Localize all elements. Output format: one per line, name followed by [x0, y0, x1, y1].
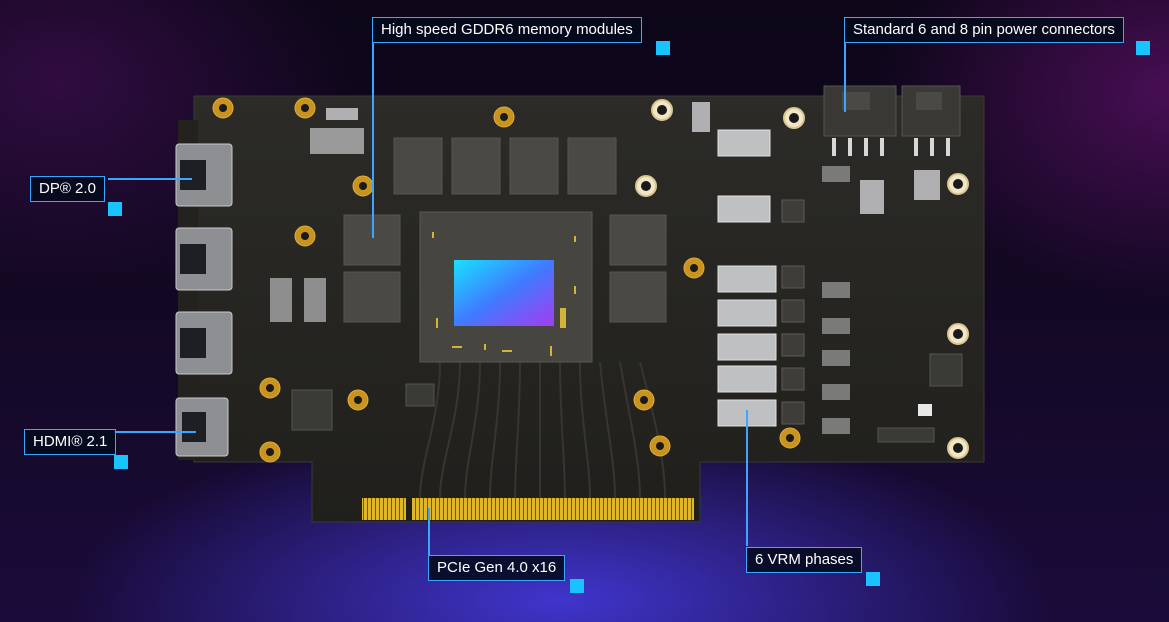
pcie-gold-fingers [362, 498, 694, 520]
callout-pcie-label: PCIe Gen 4.0 x16 [437, 559, 557, 576]
vrm-mosfets [781, 199, 805, 425]
gpu-die [454, 260, 554, 326]
mounting-holes [212, 97, 969, 463]
callout-hdmi-marker [114, 455, 128, 469]
memory-modules [343, 137, 667, 323]
power-pins [832, 138, 950, 156]
vrm-chokes [717, 129, 777, 427]
callout-vrm-marker [866, 572, 880, 586]
vrm-capacitors [822, 166, 850, 434]
small-ics [291, 353, 963, 443]
callout-dp-label: DP® 2.0 [39, 180, 96, 197]
callout-pcie: PCIe Gen 4.0 x16 [428, 555, 566, 581]
callout-vrm: 6 VRM phases [746, 547, 863, 573]
callout-memory-modules: High speed GDDR6 memory modules [372, 17, 642, 43]
leader-line-memory [372, 42, 374, 238]
leader-line-vrm [746, 410, 748, 546]
callout-memory-label: High speed GDDR6 memory modules [381, 21, 633, 38]
leader-line-pcie [428, 508, 430, 556]
display-port-openings [180, 160, 206, 358]
leader-line-power [844, 42, 846, 112]
misc-components [270, 102, 940, 416]
callout-memory-marker [656, 41, 670, 55]
callout-hdmi-label: HDMI® 2.1 [33, 433, 108, 450]
callout-hdmi: HDMI® 2.1 [24, 429, 117, 455]
callout-dp-marker [108, 202, 122, 216]
leader-line-dp [108, 178, 192, 180]
callout-vrm-label: 6 VRM phases [755, 551, 854, 568]
leader-line-hdmi [114, 431, 196, 433]
callout-dp: DP® 2.0 [30, 176, 105, 202]
gpu-package-marks [432, 232, 576, 356]
power-connectors [823, 85, 961, 137]
callout-pcie-marker [570, 579, 584, 593]
callout-power-marker [1136, 41, 1150, 55]
callout-power-connectors: Standard 6 and 8 pin power connectors [844, 17, 1124, 43]
callout-power-label: Standard 6 and 8 pin power connectors [853, 21, 1115, 38]
